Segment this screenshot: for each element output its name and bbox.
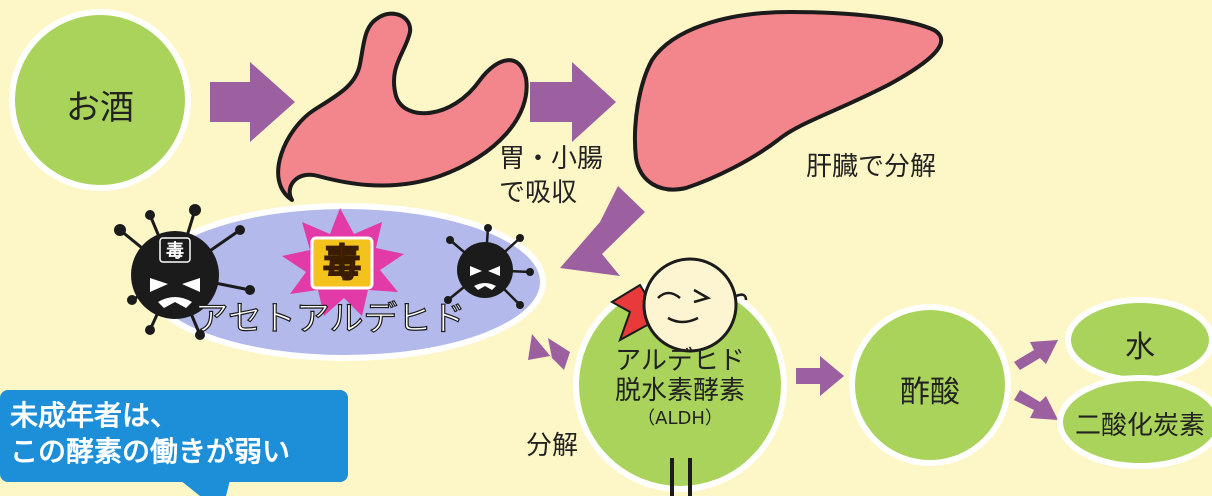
arrow-stomach-to-liver: [530, 62, 616, 142]
virus-badge-text: 毒: [166, 240, 184, 262]
decompose-label: 分解: [526, 425, 578, 462]
callout-tail: [180, 480, 230, 496]
stomach-label-line1: 胃・小腸: [499, 138, 603, 175]
acetaldehyde-label: アセトアルデヒド: [195, 299, 466, 339]
acetic-acid-label: 酢酸: [870, 367, 990, 411]
arrow-aldh-to-acetaldehyde: [528, 334, 570, 370]
aldh-label-line2: 脱水素酵素: [600, 370, 760, 407]
co2-label: 二酸化炭素: [1064, 405, 1212, 442]
arrow-alcohol-to-stomach: [210, 62, 295, 142]
stomach-icon: [278, 14, 527, 200]
poison-badge-text: 毒: [323, 241, 361, 285]
liver-label: 肝臓で分解: [806, 146, 936, 183]
water-label: 水: [1100, 322, 1180, 366]
arrow-acetic-to-co2: [1014, 390, 1058, 420]
aldh-abbr: （ALDH）: [600, 404, 760, 430]
minor-warning-callout: 未成年者は、 この酵素の働きが弱い: [0, 390, 348, 482]
arrow-acetic-to-water: [1014, 340, 1058, 370]
alcohol-label: お酒: [40, 80, 160, 129]
callout-line2: この酵素の働きが弱い: [10, 434, 338, 470]
arrow-aldh-to-acetic: [796, 356, 844, 396]
stomach-label-line2: で吸収: [499, 172, 577, 209]
callout-line1: 未成年者は、: [10, 398, 338, 434]
